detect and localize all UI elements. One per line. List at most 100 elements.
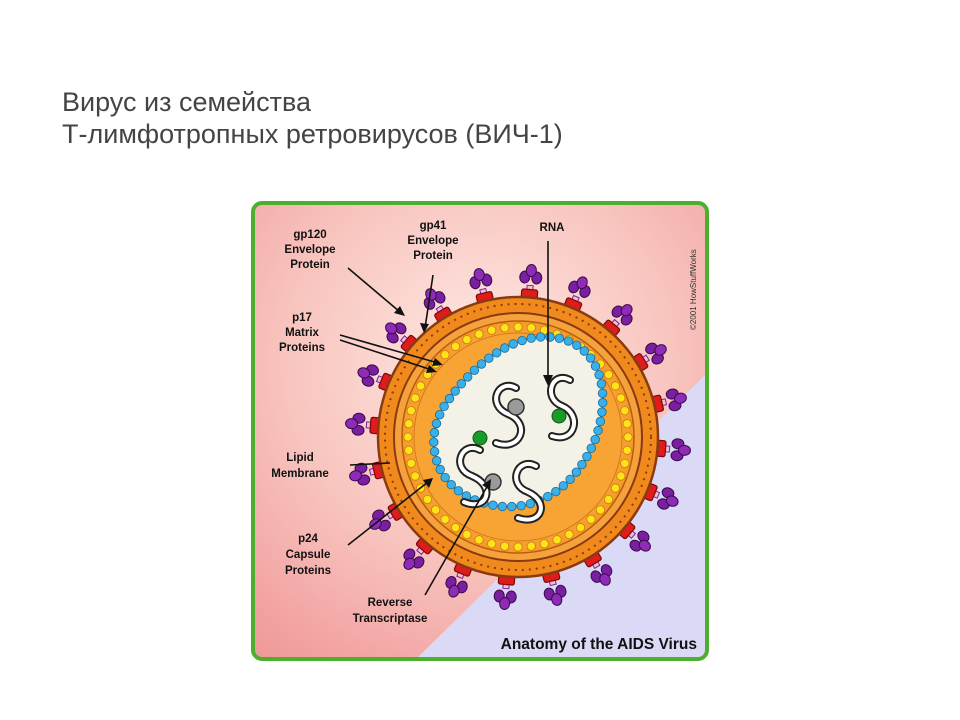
- capsid-dot: [488, 500, 498, 510]
- capsid-dot: [497, 501, 508, 512]
- matrix-dot: [616, 471, 626, 481]
- reverse-transcriptase-1: [507, 398, 525, 416]
- matrix-dot: [500, 541, 510, 551]
- matrix-dot: [610, 483, 621, 493]
- capsid-dot: [440, 472, 450, 483]
- matrix-dot: [513, 322, 523, 332]
- copyright-notice: ©2001 HowStuffWorks: [689, 249, 698, 330]
- capsid-dot: [590, 434, 600, 445]
- capsid-dot: [572, 340, 582, 350]
- integrase-dot-1: [551, 408, 567, 424]
- capsid-dot: [491, 348, 502, 358]
- pointer-lines: [339, 241, 549, 596]
- capsid-dot: [516, 500, 526, 511]
- svg-text:Capsule: Capsule: [286, 549, 331, 561]
- rna-strands-highlight: [458, 375, 576, 522]
- capsid-dot: [469, 365, 480, 375]
- capsid-dot: [597, 388, 608, 398]
- matrix-dot: [462, 334, 472, 345]
- matrix-dot: [620, 458, 630, 468]
- capsid-dot: [594, 370, 604, 380]
- matrix-dot: [552, 535, 562, 545]
- label-lipid-membrane: Lipid Membrane: [271, 452, 329, 480]
- matrix-dot: [539, 539, 549, 549]
- capsid-dot: [456, 379, 466, 389]
- capsid-dot: [429, 437, 439, 447]
- matrix-dot: [564, 529, 574, 540]
- capsid-dot: [525, 498, 536, 509]
- matrix-dot: [610, 381, 621, 391]
- capsid-dot: [500, 343, 510, 353]
- matrix-dot: [410, 393, 420, 403]
- label-gp120: gp120 Envelope Protein: [284, 229, 335, 271]
- matrix-dot: [406, 458, 416, 468]
- svg-text:Transcriptase: Transcriptase: [353, 613, 428, 625]
- svg-text:RNA: RNA: [540, 222, 565, 234]
- capsid-dot: [545, 332, 555, 342]
- matrix-dot: [474, 329, 484, 339]
- capsid-dot: [439, 401, 449, 412]
- capsid-dot: [597, 407, 607, 417]
- capsid-dot: [577, 459, 587, 470]
- capsid-dot: [517, 335, 527, 346]
- integrase-dot-2: [472, 430, 488, 446]
- capsid-dot: [596, 379, 607, 389]
- label-p17: p17 Matrix Proteins: [279, 312, 325, 354]
- slide-title-line-2: Т-лимфотропных ретровирусов (ВИЧ-1): [62, 119, 563, 149]
- pointer-arrowheads: [394, 306, 553, 490]
- capsid-dot: [429, 428, 440, 438]
- slide-title-line-1: Вирус из семейства: [62, 87, 312, 117]
- capsid-dot: [597, 398, 608, 408]
- capsid-dot: [571, 467, 582, 477]
- matrix-dot: [474, 535, 484, 545]
- capsid-dot: [508, 339, 518, 349]
- capsid-dot: [526, 333, 536, 343]
- capsid-dot: [462, 372, 473, 382]
- capsid-dot: [431, 456, 442, 466]
- capsid-dot: [444, 393, 455, 404]
- capsid-dot: [551, 486, 561, 497]
- matrix-dot: [526, 541, 536, 551]
- capsid-dot: [453, 486, 464, 496]
- matrix-dot: [603, 494, 614, 505]
- label-p24: p24 Capsule Proteins: [285, 533, 331, 577]
- matrix-dot: [415, 381, 426, 391]
- capsid-dot: [593, 425, 603, 436]
- capsid-dot: [446, 480, 456, 490]
- matrix-dot: [616, 393, 626, 403]
- capsid-dot: [543, 491, 553, 502]
- matrix-dot: [422, 494, 433, 505]
- matrix-dot: [440, 514, 450, 524]
- matrix-dot: [603, 369, 614, 380]
- capsid-dot: [434, 409, 445, 420]
- matrix-dot: [620, 406, 630, 416]
- svg-text:Protein: Protein: [413, 250, 453, 262]
- svg-text:Reverse: Reverse: [368, 597, 413, 609]
- svg-text:Proteins: Proteins: [285, 565, 331, 577]
- matrix-dot: [623, 432, 633, 442]
- matrix-dot: [404, 419, 414, 429]
- capsid-dot: [535, 332, 546, 342]
- capsid-dot: [585, 353, 596, 363]
- matrix-dot: [410, 471, 420, 481]
- capsid-dot: [595, 416, 606, 427]
- matrix-dot: [404, 445, 414, 455]
- matrix-dot: [450, 341, 461, 352]
- figure-caption: Anatomy of the AIDS Virus: [501, 636, 697, 653]
- matrix-dot: [622, 419, 632, 429]
- svg-text:Protein: Protein: [290, 259, 330, 271]
- svg-text:Envelope: Envelope: [407, 235, 458, 247]
- matrix-dot: [500, 323, 510, 333]
- svg-text:Membrane: Membrane: [271, 468, 329, 480]
- p17-matrix-dots: [403, 322, 633, 552]
- svg-text:p17: p17: [292, 312, 312, 324]
- figure-border: [251, 201, 709, 661]
- capsid-dot: [590, 361, 601, 371]
- matrix-dot: [622, 445, 632, 455]
- matrix-dot: [450, 522, 461, 533]
- label-reverse-transcriptase: Reverse Transcriptase: [353, 597, 428, 625]
- capsid-dot: [507, 501, 517, 512]
- capsid-dot: [579, 346, 589, 356]
- capsid-dot: [484, 353, 494, 363]
- lipid-dot-ring: [384, 303, 652, 571]
